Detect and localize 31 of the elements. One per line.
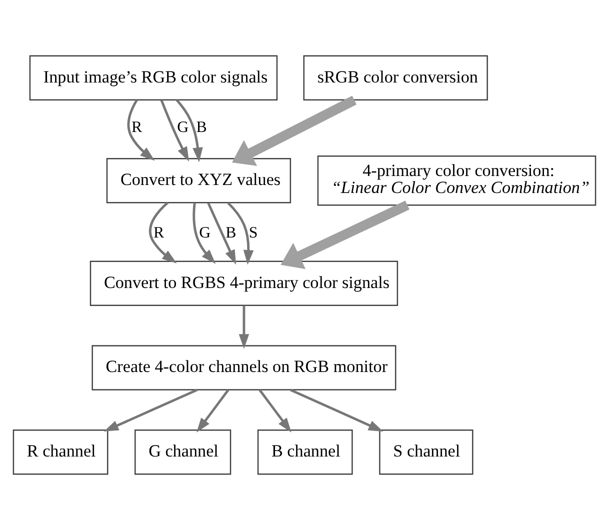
node-box: 4-primary color conversion: “Linear Color Convex Combination”: [317, 155, 596, 206]
node-box: Input image’s RGB color signals: [29, 54, 278, 100]
edge-label: R: [131, 118, 142, 136]
node-box: B channel: [257, 428, 353, 474]
arrow: [176, 98, 203, 162]
edge-label: G: [199, 224, 211, 241]
arrow: [290, 388, 384, 432]
arrow: [192, 202, 216, 264]
arrow: [238, 305, 250, 348]
arrow: [227, 202, 254, 264]
arrow: [104, 388, 198, 432]
edge-label: S: [248, 224, 258, 241]
arrow: [232, 95, 357, 166]
edge-label: B: [196, 118, 207, 136]
arrow: [149, 201, 177, 263]
arrow: [196, 388, 230, 432]
arrow: [258, 388, 292, 432]
edge-label: G: [177, 118, 189, 136]
arrow: [160, 99, 190, 162]
node-box: Create 4-color channels on RGB monitor: [92, 344, 396, 390]
arrow: [280, 200, 410, 269]
node-box: Convert to RGBS 4-primary color signals: [90, 260, 398, 306]
edge-label: B: [226, 224, 236, 241]
edge-label: R: [153, 224, 164, 241]
node-box: Convert to XYZ values: [106, 158, 292, 203]
arrow: [127, 98, 155, 160]
node-box: G channel: [134, 428, 232, 474]
node-box: R channel: [12, 428, 108, 474]
arrow: [207, 202, 236, 264]
node-box: S channel: [379, 428, 474, 474]
node-box: sRGB color conversion: [303, 54, 488, 100]
